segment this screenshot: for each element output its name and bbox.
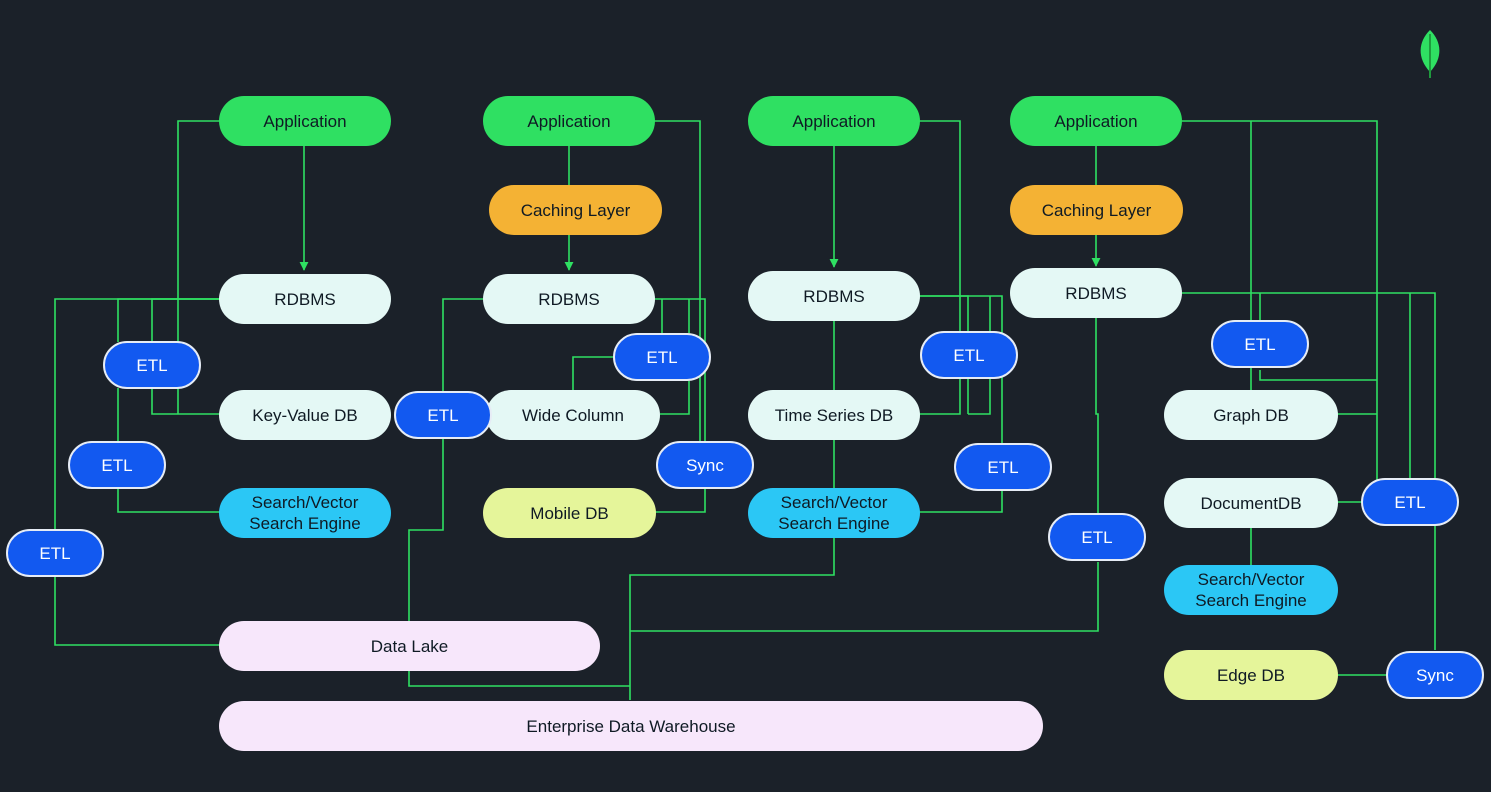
sync-node-1: Sync <box>656 441 754 489</box>
wide-column-node: Wide Column <box>486 390 660 440</box>
search-engine-node-3: Search/Vector Search Engine <box>1164 565 1338 615</box>
etl-node-5: ETL <box>613 333 711 381</box>
time-series-db-node: Time Series DB <box>748 390 920 440</box>
graph-db-node: Graph DB <box>1164 390 1338 440</box>
etl-node-8: ETL <box>1048 513 1146 561</box>
search-engine-node-2: Search/Vector Search Engine <box>748 488 920 538</box>
enterprise-data-warehouse-node: Enterprise Data Warehouse <box>219 701 1043 751</box>
caching-layer-node-2: Caching Layer <box>489 185 662 235</box>
edge-db-node: Edge DB <box>1164 650 1338 700</box>
application-node-2: Application <box>483 96 655 146</box>
rdbms-node-4: RDBMS <box>1010 268 1182 318</box>
etl-node-9: ETL <box>1211 320 1309 368</box>
etl-node-2: ETL <box>68 441 166 489</box>
etl-node-7: ETL <box>954 443 1052 491</box>
rdbms-node-3: RDBMS <box>748 271 920 321</box>
sync-node-2: Sync <box>1386 651 1484 699</box>
etl-node-6: ETL <box>920 331 1018 379</box>
etl-node-10: ETL <box>1361 478 1459 526</box>
rdbms-node-1: RDBMS <box>219 274 391 324</box>
application-node-4: Application <box>1010 96 1182 146</box>
application-node-1: Application <box>219 96 391 146</box>
documentdb-node: DocumentDB <box>1164 478 1338 528</box>
etl-node-3: ETL <box>6 529 104 577</box>
leaf-icon <box>1420 30 1440 78</box>
rdbms-node-2: RDBMS <box>483 274 655 324</box>
data-lake-node: Data Lake <box>219 621 600 671</box>
caching-layer-node-4: Caching Layer <box>1010 185 1183 235</box>
etl-node-4: ETL <box>394 391 492 439</box>
mobile-db-node: Mobile DB <box>483 488 656 538</box>
application-node-3: Application <box>748 96 920 146</box>
etl-node-1: ETL <box>103 341 201 389</box>
key-value-db-node: Key-Value DB <box>219 390 391 440</box>
search-engine-node-1: Search/Vector Search Engine <box>219 488 391 538</box>
